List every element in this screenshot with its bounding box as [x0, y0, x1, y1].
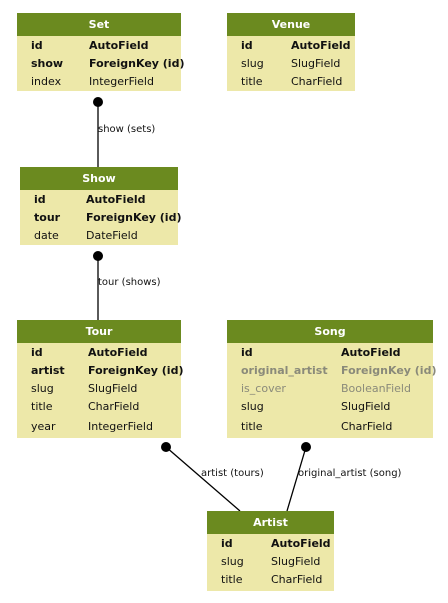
edge-endpoint-dot [93, 251, 103, 261]
field-row: slug SlugField [17, 379, 181, 397]
field-row: title CharField [227, 72, 355, 90]
field-name: slug [221, 555, 244, 568]
field-type: CharField [291, 75, 343, 88]
field-row: id AutoField [17, 36, 181, 54]
field-type: SlugField [271, 555, 321, 568]
field-name: year [31, 420, 56, 433]
field-row: index IntegerField [17, 72, 181, 90]
field-type: SlugField [291, 57, 341, 70]
field-type: ForeignKey (id) [86, 211, 182, 224]
field-type: AutoField [291, 39, 351, 52]
edge-endpoint-dot [161, 442, 171, 452]
field-type: DateField [86, 229, 138, 242]
field-name: is_cover [241, 382, 286, 395]
field-type: ForeignKey (id) [88, 364, 184, 377]
field-type: SlugField [341, 400, 391, 413]
field-type: AutoField [89, 39, 149, 52]
field-row: id AutoField [20, 190, 178, 208]
field-name: title [241, 75, 263, 88]
relation-label-tour-artist: artist (tours) [201, 468, 264, 479]
field-row: original_artist ForeignKey (id) [227, 361, 437, 379]
relation-label-show-tour: tour (shows) [98, 277, 161, 288]
entity-artist: Artist id AutoField slug SlugField title… [207, 511, 334, 591]
relation-label-set-show: show (sets) [98, 124, 156, 135]
field-type: ForeignKey (id) [341, 364, 437, 377]
field-row: title CharField [17, 397, 181, 417]
relation-label-song-artist: original_artist (song) [298, 468, 402, 479]
field-type: AutoField [88, 346, 148, 359]
field-row: id AutoField [227, 36, 355, 54]
edge-tour-artist [165, 446, 241, 512]
field-name: id [221, 537, 233, 550]
field-row: slug SlugField [207, 552, 334, 570]
entity-tour: Tour id AutoField artist ForeignKey (id)… [17, 320, 184, 438]
field-row: title CharField [207, 570, 334, 590]
field-name: id [31, 346, 43, 359]
field-name: id [34, 193, 46, 206]
edge-endpoint-dot [301, 442, 311, 452]
field-type: AutoField [86, 193, 146, 206]
entity-title: Set [17, 13, 181, 36]
field-name: date [34, 229, 59, 242]
entity-venue: Venue id AutoField slug SlugField title … [227, 13, 355, 91]
field-type: CharField [271, 573, 323, 586]
field-name: id [31, 39, 43, 52]
field-type: ForeignKey (id) [89, 57, 185, 70]
field-name: show [31, 57, 64, 70]
field-type: CharField [341, 420, 393, 433]
field-name: title [31, 400, 53, 413]
field-type: SlugField [88, 382, 138, 395]
entity-title: Song [227, 320, 433, 343]
field-row: title CharField [227, 417, 433, 437]
field-name: title [221, 573, 243, 586]
field-type: IntegerField [89, 75, 154, 88]
field-name: id [241, 39, 253, 52]
field-name: original_artist [241, 364, 328, 377]
field-row: slug SlugField [227, 397, 433, 417]
field-type: BooleanField [341, 382, 411, 395]
entity-song: Song id AutoField original_artist Foreig… [227, 320, 437, 438]
field-row: is_cover BooleanField [227, 379, 433, 397]
field-row: date DateField [20, 226, 178, 244]
edge-endpoint-dot [93, 97, 103, 107]
entity-title: Show [20, 167, 178, 190]
field-row: id AutoField [17, 343, 181, 361]
edge-song-artist [286, 446, 307, 512]
field-type: CharField [88, 400, 140, 413]
field-row: id AutoField [207, 534, 334, 552]
entity-title: Venue [227, 13, 355, 36]
field-name: artist [31, 364, 65, 377]
field-name: slug [241, 400, 264, 413]
field-type: AutoField [341, 346, 401, 359]
field-name: title [241, 420, 263, 433]
field-name: slug [241, 57, 264, 70]
entity-set: Set id AutoField show ForeignKey (id) in… [17, 13, 185, 91]
entity-title: Tour [17, 320, 181, 343]
field-row: id AutoField [227, 343, 433, 361]
entity-title: Artist [207, 511, 334, 534]
field-type: AutoField [271, 537, 331, 550]
field-row: year IntegerField [17, 417, 181, 437]
field-name: index [31, 75, 62, 88]
field-type: IntegerField [88, 420, 153, 433]
field-row: slug SlugField [227, 54, 355, 72]
field-row: artist ForeignKey (id) [17, 361, 184, 379]
field-row: show ForeignKey (id) [17, 54, 185, 72]
field-name: slug [31, 382, 54, 395]
field-row: tour ForeignKey (id) [20, 208, 182, 226]
field-name: id [241, 346, 253, 359]
entity-show: Show id AutoField tour ForeignKey (id) d… [20, 167, 182, 245]
field-name: tour [34, 211, 61, 224]
